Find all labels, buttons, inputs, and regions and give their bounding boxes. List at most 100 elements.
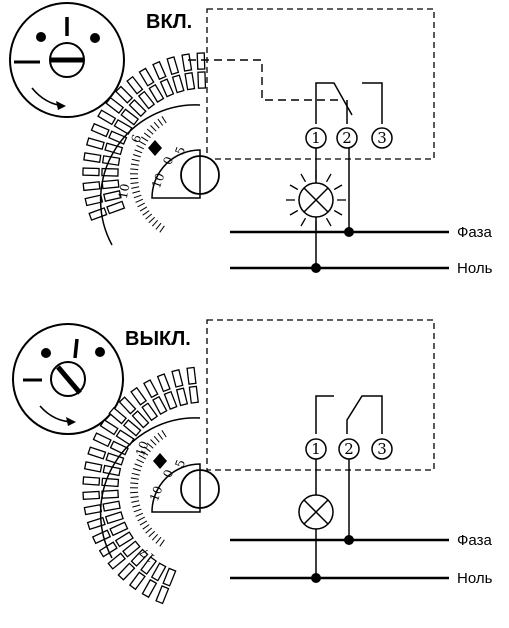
timer-segment[interactable] bbox=[108, 406, 127, 425]
terminal-3: 3 bbox=[371, 127, 393, 149]
timer-segment[interactable] bbox=[150, 562, 167, 582]
light-ray bbox=[333, 184, 343, 191]
state-label-off: ВЫКЛ. bbox=[125, 328, 191, 350]
timer-segment[interactable] bbox=[105, 452, 125, 466]
timer-segment[interactable] bbox=[88, 207, 108, 221]
timer-segment[interactable] bbox=[126, 75, 144, 95]
timer-segment[interactable] bbox=[152, 60, 167, 81]
dial-tick bbox=[137, 516, 146, 522]
timer-segment[interactable] bbox=[130, 386, 148, 406]
dial-tick bbox=[130, 168, 139, 171]
dial-tick bbox=[138, 454, 147, 460]
timer-segment[interactable] bbox=[122, 540, 141, 558]
timer-segment[interactable] bbox=[115, 85, 134, 104]
timer-segment[interactable] bbox=[163, 390, 178, 410]
neutral-line: Ноль bbox=[230, 570, 493, 587]
timer-segment[interactable] bbox=[84, 194, 104, 207]
dial-tick bbox=[139, 206, 148, 212]
panel-off: 10 0 5 10 17 ВЫКЛ. 1 2 3 bbox=[12, 319, 493, 605]
svg-text:3: 3 bbox=[377, 440, 387, 458]
timer-segment[interactable] bbox=[137, 90, 156, 110]
timer-segment[interactable] bbox=[155, 585, 170, 605]
timer-segment[interactable] bbox=[103, 190, 122, 202]
timer-segment[interactable] bbox=[97, 109, 117, 126]
dial-pointer bbox=[148, 140, 162, 156]
timer-segment[interactable] bbox=[101, 179, 120, 190]
dial-tick bbox=[130, 182, 139, 184]
segment-ring[interactable] bbox=[82, 52, 207, 221]
timer-segment[interactable] bbox=[159, 78, 175, 98]
timer-knob[interactable] bbox=[9, 2, 125, 118]
timer-segment[interactable] bbox=[99, 419, 119, 436]
timer-segment[interactable] bbox=[196, 52, 206, 70]
timer-segment[interactable] bbox=[184, 71, 196, 91]
timer-segment[interactable] bbox=[114, 531, 134, 548]
timer-segment[interactable] bbox=[162, 567, 177, 587]
timer-segment[interactable] bbox=[120, 108, 140, 126]
dial-tick bbox=[145, 213, 153, 220]
timer-knob[interactable] bbox=[12, 323, 124, 435]
timer-segment[interactable] bbox=[90, 122, 110, 138]
timer-segment[interactable] bbox=[166, 56, 180, 76]
dial-tick bbox=[131, 472, 140, 476]
light-ray bbox=[300, 173, 307, 183]
timer-segment[interactable] bbox=[101, 489, 119, 499]
timer-segment[interactable] bbox=[156, 373, 171, 393]
timer-segment[interactable] bbox=[82, 181, 101, 192]
dial-tick bbox=[161, 430, 167, 438]
timer-segment[interactable] bbox=[105, 96, 125, 114]
timer-segment[interactable] bbox=[82, 490, 101, 501]
timer-segment[interactable] bbox=[140, 556, 158, 575]
timer-segment[interactable] bbox=[104, 511, 124, 525]
dial-tick bbox=[151, 533, 159, 541]
timer-segment[interactable] bbox=[82, 167, 100, 177]
timer-segment[interactable] bbox=[106, 200, 126, 215]
timer-segment[interactable] bbox=[171, 369, 184, 388]
timer-segment[interactable] bbox=[91, 529, 112, 545]
timer-segment[interactable] bbox=[83, 461, 103, 473]
timer-segment[interactable] bbox=[131, 410, 150, 429]
timer-segment[interactable] bbox=[188, 385, 199, 404]
timer-segment[interactable] bbox=[107, 552, 127, 570]
timer-segment[interactable] bbox=[118, 396, 137, 415]
timer-segment[interactable] bbox=[130, 548, 149, 567]
dial-tick bbox=[157, 118, 164, 126]
lamp-unlit bbox=[298, 494, 334, 530]
dial-tick bbox=[130, 496, 139, 498]
timer-segment[interactable] bbox=[148, 83, 165, 103]
timer-segment[interactable] bbox=[83, 503, 103, 516]
timer-segment[interactable] bbox=[122, 419, 142, 437]
timer-segment[interactable] bbox=[181, 53, 193, 72]
timer-segment[interactable] bbox=[197, 71, 207, 89]
timer-segment[interactable] bbox=[87, 446, 107, 460]
timer-segment[interactable] bbox=[141, 578, 158, 599]
timer-segment[interactable] bbox=[117, 562, 136, 581]
dial-tick bbox=[130, 482, 139, 485]
timer-segment[interactable] bbox=[143, 379, 159, 399]
timer-segment[interactable] bbox=[92, 432, 112, 448]
timer-segment[interactable] bbox=[109, 521, 129, 537]
timer-segment[interactable] bbox=[186, 366, 197, 385]
dial-tick bbox=[153, 435, 160, 443]
timer-segment[interactable] bbox=[138, 67, 155, 87]
timer-segment[interactable] bbox=[175, 387, 189, 407]
light-ray bbox=[300, 217, 307, 227]
timer-segment[interactable] bbox=[83, 152, 102, 164]
terminal-2: 2 bbox=[338, 438, 360, 460]
timer-segment[interactable] bbox=[128, 571, 146, 591]
svg-text:1: 1 bbox=[311, 129, 321, 147]
timer-segment[interactable] bbox=[171, 74, 185, 94]
timer-segment[interactable] bbox=[102, 500, 121, 512]
panel-on: 6 0 5 10 10 ВКЛ. 1 2 3 bbox=[9, 2, 493, 277]
dial-tick bbox=[130, 491, 139, 494]
dial-tick bbox=[146, 128, 154, 135]
segment-ring[interactable] bbox=[82, 366, 199, 605]
timer-segment[interactable] bbox=[82, 476, 101, 486]
phase-line: Фаза bbox=[230, 532, 492, 549]
lamp-lit bbox=[286, 170, 346, 230]
timer-segment[interactable] bbox=[85, 137, 105, 150]
dial-tick bbox=[145, 527, 153, 534]
timer-segment[interactable] bbox=[128, 99, 147, 118]
timer-segment[interactable] bbox=[141, 402, 159, 422]
timer-segment[interactable] bbox=[152, 395, 168, 415]
